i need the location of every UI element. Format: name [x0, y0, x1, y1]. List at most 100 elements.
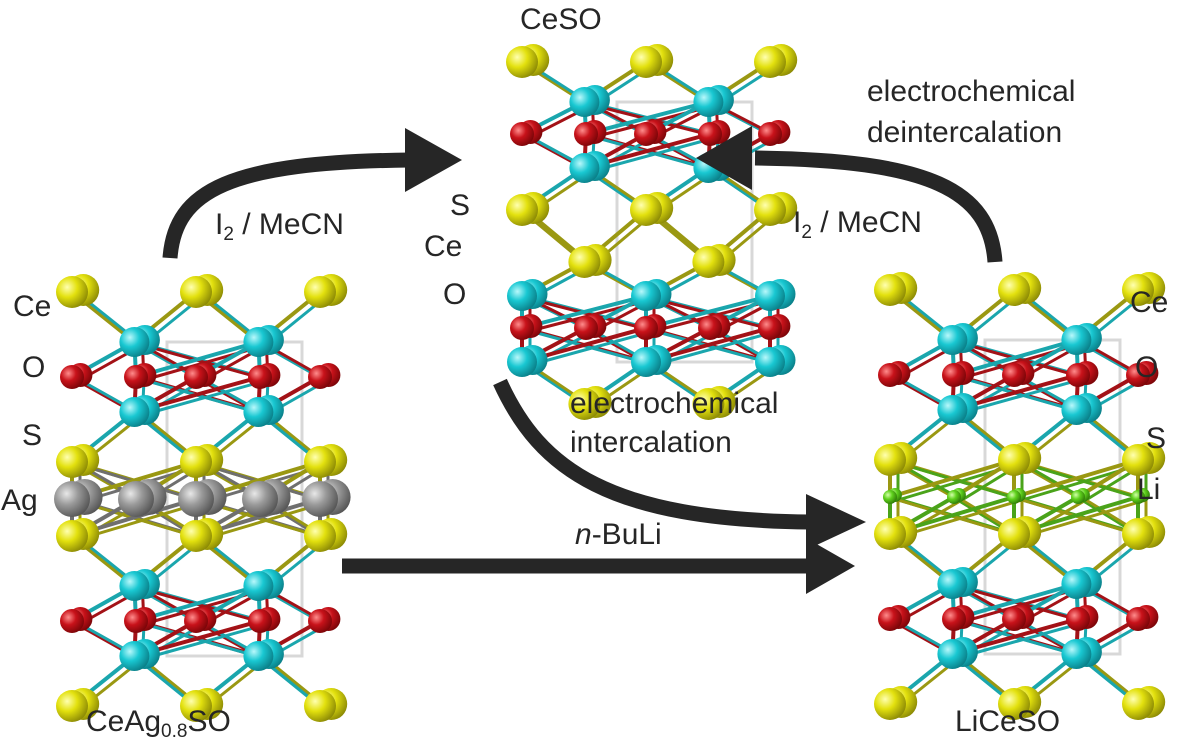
atom-ce [243, 641, 274, 671]
element-label-ce-middle: Ce [424, 230, 463, 263]
bond-ce-o [592, 135, 719, 173]
atom-ce [243, 571, 274, 601]
atom-o [1066, 607, 1090, 631]
atom-s [1122, 444, 1154, 476]
atom-s [304, 690, 336, 722]
bond-ce-o [959, 620, 1087, 659]
reagent-left-main: I [215, 208, 224, 241]
bond-s-li [897, 498, 1023, 539]
atom-o [124, 365, 148, 389]
atom-o [184, 609, 208, 633]
butyllithium-label: n-BuLi [575, 520, 662, 550]
atom-o [1126, 363, 1150, 387]
atom-s [180, 276, 212, 308]
atom-o [1002, 607, 1026, 631]
atom-ce [937, 569, 968, 599]
atom-o [1066, 363, 1090, 387]
atom-ce [631, 281, 661, 311]
atom-ce [243, 397, 274, 427]
atom-o [942, 363, 966, 387]
atom-s [56, 690, 88, 722]
atom-s [754, 194, 786, 226]
atom-s [180, 690, 212, 722]
atom-ag [178, 481, 214, 517]
atom-s [874, 688, 906, 720]
bonds [70, 60, 1148, 711]
atom-s [692, 246, 725, 278]
atom-li [947, 490, 961, 504]
element-label-li-right: Li [1137, 473, 1161, 506]
atom-s [998, 274, 1030, 306]
atom-ce [755, 281, 785, 311]
atom-ce [631, 347, 661, 377]
atom-s [180, 446, 212, 478]
atom-s [506, 46, 538, 78]
atom-s [1122, 688, 1154, 720]
atom-s [874, 518, 906, 550]
element-label-ag-left: Ag [1, 484, 38, 517]
atom-o [1126, 607, 1150, 631]
bond-ce-o [529, 329, 655, 367]
atom-ce [755, 347, 785, 377]
atom-o [308, 365, 332, 389]
atom-ce [569, 153, 600, 183]
atom-ce [569, 87, 600, 117]
butyllithium-tail: -BuLi [591, 518, 662, 551]
atom-s [1122, 274, 1154, 306]
intercalation-note-line2: intercalation [570, 426, 732, 459]
atom-o [60, 609, 84, 633]
atom-o [574, 316, 598, 340]
arrowhead-liceso-to-ceso [696, 126, 752, 190]
reagent-label-right: I2 / MeCN [793, 208, 922, 243]
atom-ce [507, 281, 537, 311]
compound-ceag-subscript: 0.8 [161, 721, 188, 742]
compound-ceag-main: CeAg [86, 705, 162, 738]
atom-s [874, 444, 906, 476]
arrow-liceso-to-ceso [754, 150, 1003, 263]
arrow-ceag-to-ceso [162, 152, 411, 259]
reaction-arrows [162, 126, 1003, 594]
element-label-o-left: O [22, 351, 46, 384]
butyllithium-italic-n: n [575, 518, 592, 551]
arrowhead-ceag-to-liceso [806, 538, 855, 594]
atom-s [180, 520, 212, 552]
deintercalation-note-line1: electrochemical [867, 75, 1076, 108]
atom-s [998, 518, 1030, 550]
atom-li [1131, 490, 1145, 504]
atom-o [698, 316, 722, 340]
atom-ce [937, 395, 968, 425]
atom-li [1007, 490, 1021, 504]
atom-ce [937, 325, 968, 355]
atom-o [698, 122, 722, 146]
atom-s [304, 446, 336, 478]
atom-ag [302, 481, 338, 517]
atom-s [304, 520, 336, 552]
atom-o [574, 122, 598, 146]
bond-s-li [889, 458, 1015, 499]
atom-s [1122, 518, 1154, 550]
atom-s [56, 446, 88, 478]
element-label-s-left: S [22, 419, 43, 452]
atom-o [510, 122, 534, 146]
atom-s [998, 444, 1030, 476]
bond-ce-o [141, 622, 269, 661]
atom-o [60, 365, 84, 389]
atom-ce [119, 327, 150, 357]
atom-ce [1061, 569, 1092, 599]
atom-o [124, 609, 148, 633]
arrowhead-ceag-to-ceso [405, 128, 462, 192]
unit-cell-outline [983, 338, 1122, 656]
bond-ce-o [135, 340, 259, 379]
atom-ce [119, 641, 150, 671]
bond-ce-o [653, 329, 779, 367]
bond-ce-o [585, 100, 709, 136]
atom-o [248, 609, 272, 633]
atom-s [56, 276, 88, 308]
arrow-ceso-to-liceso [493, 378, 811, 530]
compound-label-liceso: LiCeSO [955, 705, 1061, 738]
compound-label-ceag08so: CeAg0.8SO [86, 705, 231, 742]
element-label-o-right: O [1135, 351, 1159, 384]
atom-s [506, 194, 538, 226]
deintercalation-note-line2: deintercalation [867, 116, 1063, 149]
